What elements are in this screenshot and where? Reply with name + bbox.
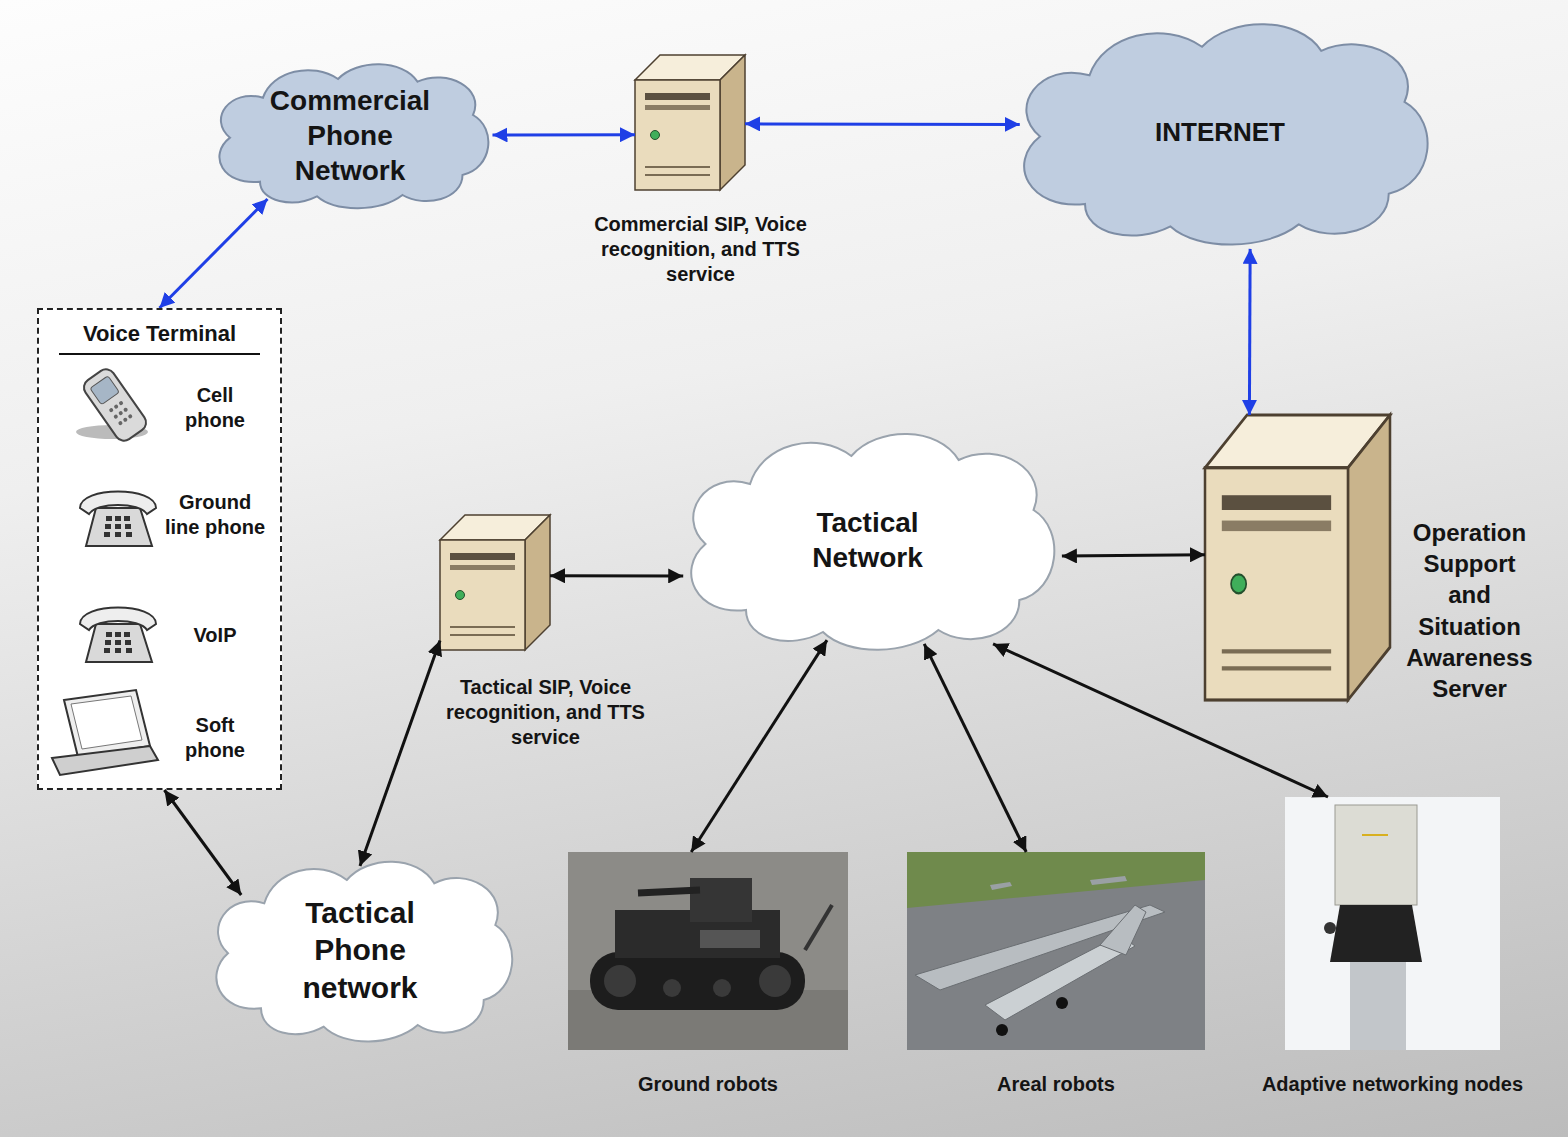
network-cloud: Tactical Phone network [195,850,525,1050]
network-cloud: Commercial Phone Network [200,55,500,215]
connector-arrow [924,644,1026,852]
server-node: Commercial SIP, Voice recognition, and T… [635,55,745,190]
terminal-device: VoIP [45,598,275,672]
group-title: Voice Terminal [59,310,260,355]
photo-caption: Adaptive networking nodes [1223,1072,1563,1097]
network-node-photo [1285,797,1500,1050]
operation-server-icon [1205,415,1390,700]
cloud-text: Commercial Phone Network [263,83,438,188]
device-text: Cell phone [165,383,265,433]
cell-phone-icon [76,366,150,444]
terminal-device: Soft phone [45,692,275,784]
cloud-outline [216,862,512,1042]
cloud-label: INTERNET [995,10,1445,255]
server-label: Tactical SIP, Voice recognition, and TTS… [438,675,653,750]
robot-photo: Areal robots [907,852,1205,1050]
cloud-outline [691,434,1054,650]
photo-caption: Areal robots [906,1072,1206,1097]
connector-arrow [745,122,1020,126]
connector-arrow [1248,249,1252,415]
caption-text: Adaptive networking nodes [1223,1072,1563,1097]
terminal-group: Voice TerminalCell phoneGround line phon… [37,308,282,790]
cloud-label: Tactical Phone network [195,850,525,1050]
aerial-robot-photo [907,852,1205,1050]
connector-arrow [550,574,683,577]
terminal-device: Ground line phone [45,470,275,560]
connector-arrow [493,133,636,136]
connector-arrow [691,640,827,852]
commercial-server-icon [635,55,745,190]
network-cloud: Tactical Network [665,420,1070,660]
connector-arrow [160,199,268,308]
robot-photo: Adaptive networking nodes [1285,797,1500,1050]
robot-photo: Ground robots [568,852,848,1050]
cloud-label: Tactical Network [665,420,1070,660]
cloud-outline [219,64,488,208]
caption-text: Ground robots [558,1072,858,1097]
server-text: Tactical SIP, Voice recognition, and TTS… [438,675,653,750]
ground-phone-icon [80,492,156,547]
cloud-text: INTERNET [1070,116,1370,149]
cloud-outline [1024,24,1427,244]
server-text: Operation Support and Situation Awarenes… [1402,517,1537,704]
caption-text: Areal robots [906,1072,1206,1097]
connector-arrow [360,641,440,866]
voip-phone-icon [80,608,156,663]
device-label: Ground line phone [165,470,265,560]
connector-arrow [993,644,1328,797]
server-label: Commercial SIP, Voice recognition, and T… [593,212,808,287]
device-label: Soft phone [165,692,265,784]
ground-robot-photo [568,852,848,1050]
cloud-label: Commercial Phone Network [200,55,500,215]
server-text: Commercial SIP, Voice recognition, and T… [593,212,808,287]
device-text: Soft phone [165,713,265,763]
tactical-server-icon [440,515,550,650]
connector-arrow [1062,555,1205,556]
server-label: Operation Support and Situation Awarenes… [1402,517,1537,704]
server-node: Operation Support and Situation Awarenes… [1205,415,1390,700]
terminal-ground [37,308,282,790]
photo-caption: Ground robots [558,1072,858,1097]
terminal-device: Cell phone [45,365,275,450]
device-text: VoIP [165,623,265,648]
device-label: VoIP [165,598,265,672]
cloud-shape [665,420,1070,660]
device-text: Ground line phone [165,490,265,540]
cloud-text: Tactical Network [775,505,960,575]
laptop-icon [52,690,158,775]
connector-arrow [164,790,241,895]
server-node: Tactical SIP, Voice recognition, and TTS… [440,515,550,650]
network-cloud: INTERNET [995,10,1445,255]
device-label: Cell phone [165,365,265,450]
cloud-text: Tactical Phone network [270,894,450,1007]
